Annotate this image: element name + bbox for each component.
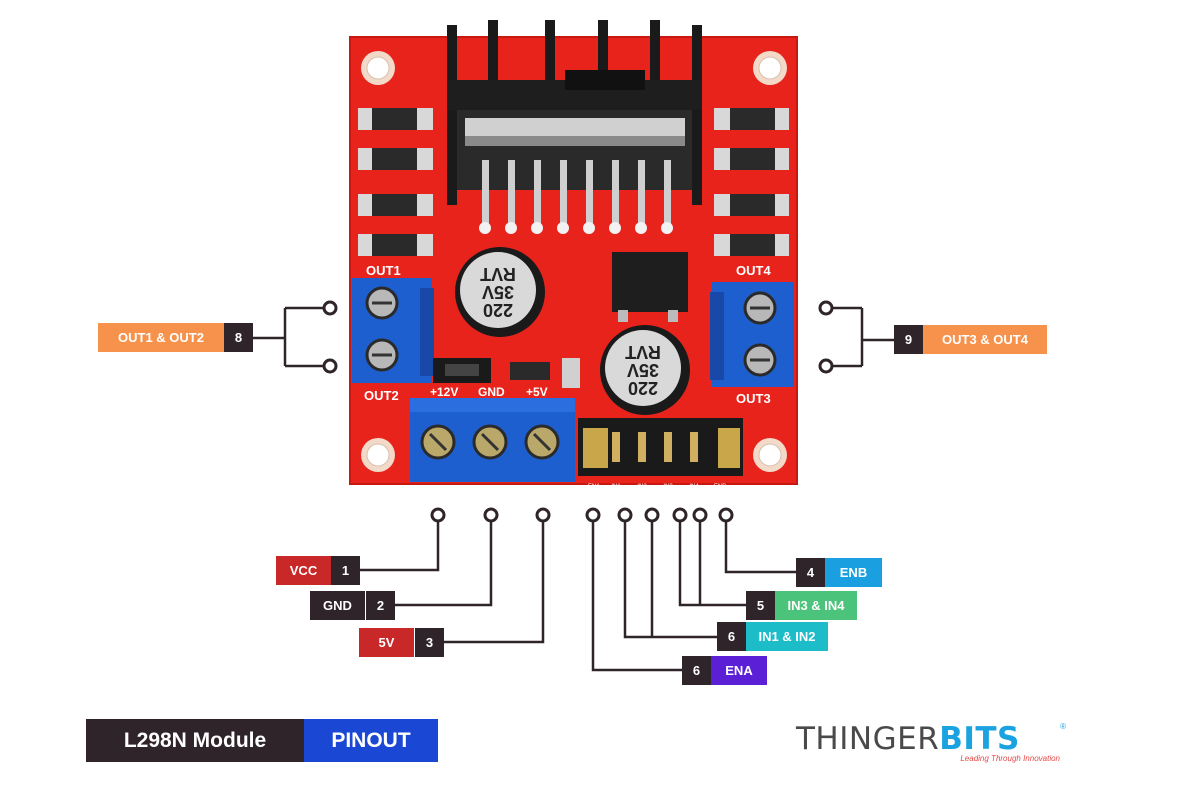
ic-pins xyxy=(482,160,671,225)
logo-tagline: Leading Through Innovation xyxy=(960,754,1060,763)
board-label-out2: OUT2 xyxy=(364,388,399,403)
board-label-out3: OUT3 xyxy=(736,391,771,406)
callout-out34-label: OUT3 & OUT4 xyxy=(923,325,1047,354)
callout-5v-number: 3 xyxy=(415,628,444,657)
capacitor-1: 22035VRVT xyxy=(455,247,545,337)
capacitor-1-text: 22035VRVT xyxy=(480,264,516,320)
header-pin-label-in2: IN2 xyxy=(637,484,647,490)
callout-vcc-number: 1 xyxy=(331,556,360,585)
callout-in12-label: IN1 & IN2 xyxy=(746,622,828,651)
board-label-5v: +5V xyxy=(526,385,548,399)
callout-enb-number: 4 xyxy=(796,558,825,587)
callout-gnd-number: 2 xyxy=(366,591,395,620)
callout-out34-number: 9 xyxy=(894,325,923,354)
callout-in12-number: 6 xyxy=(717,622,746,651)
callout-out12-number: 8 xyxy=(224,323,253,352)
board-label-gnd: GND xyxy=(478,385,505,399)
terminal-out1-out2 xyxy=(352,278,434,383)
board-label-out4: OUT4 xyxy=(736,263,771,278)
callout-5v-label: 5V xyxy=(359,628,414,657)
title-pinout: PINOUT xyxy=(304,719,438,762)
diodes xyxy=(358,108,789,256)
thingerbits-logo: THINGERBITS ® Leading Through Innovation xyxy=(796,722,1066,770)
callout-ena-label: ENA xyxy=(711,656,767,685)
callout-enb-label: ENB xyxy=(825,558,882,587)
header-pin-label-in1: IN1 xyxy=(611,484,621,490)
callout-vcc-label: VCC xyxy=(276,556,331,585)
logo-registered-mark: ® xyxy=(1060,722,1066,731)
terminal-out3-out4 xyxy=(710,282,794,387)
board-label-out1: OUT1 xyxy=(366,263,401,278)
callout-in34-number: 5 xyxy=(746,591,775,620)
header-pin-label-ena: ENA xyxy=(588,484,600,490)
callout-in34-label: IN3 & IN4 xyxy=(775,591,857,620)
mounting-holes xyxy=(361,51,787,472)
control-header xyxy=(578,418,743,476)
jumper-5v-enable xyxy=(433,358,491,383)
header-pin-label-in3: IN3 xyxy=(663,484,673,490)
capacitor-2: 22035VRVT xyxy=(600,325,690,415)
header-pin-label-in4: IN4 xyxy=(689,484,699,490)
title-banner: L298N Module PINOUT xyxy=(86,719,438,762)
header-pin-labels: ENA IN1 IN2 IN3 IN4 ENB xyxy=(588,484,726,490)
capacitor-2-text: 22035VRVT xyxy=(625,342,661,398)
terminal-power xyxy=(410,398,575,482)
callout-ena-number: 6 xyxy=(682,656,711,685)
callout-gnd-label: GND xyxy=(310,591,365,620)
heatsink xyxy=(447,20,702,205)
header-pin-label-enb: ENB xyxy=(714,484,726,490)
title-module: L298N Module xyxy=(86,719,304,762)
voltage-regulator xyxy=(612,252,688,322)
board-label-12v: +12V xyxy=(430,385,458,399)
callout-out12-label: OUT1 & OUT2 xyxy=(98,323,224,352)
logo-wordmark: THINGERBITS xyxy=(796,721,1020,757)
